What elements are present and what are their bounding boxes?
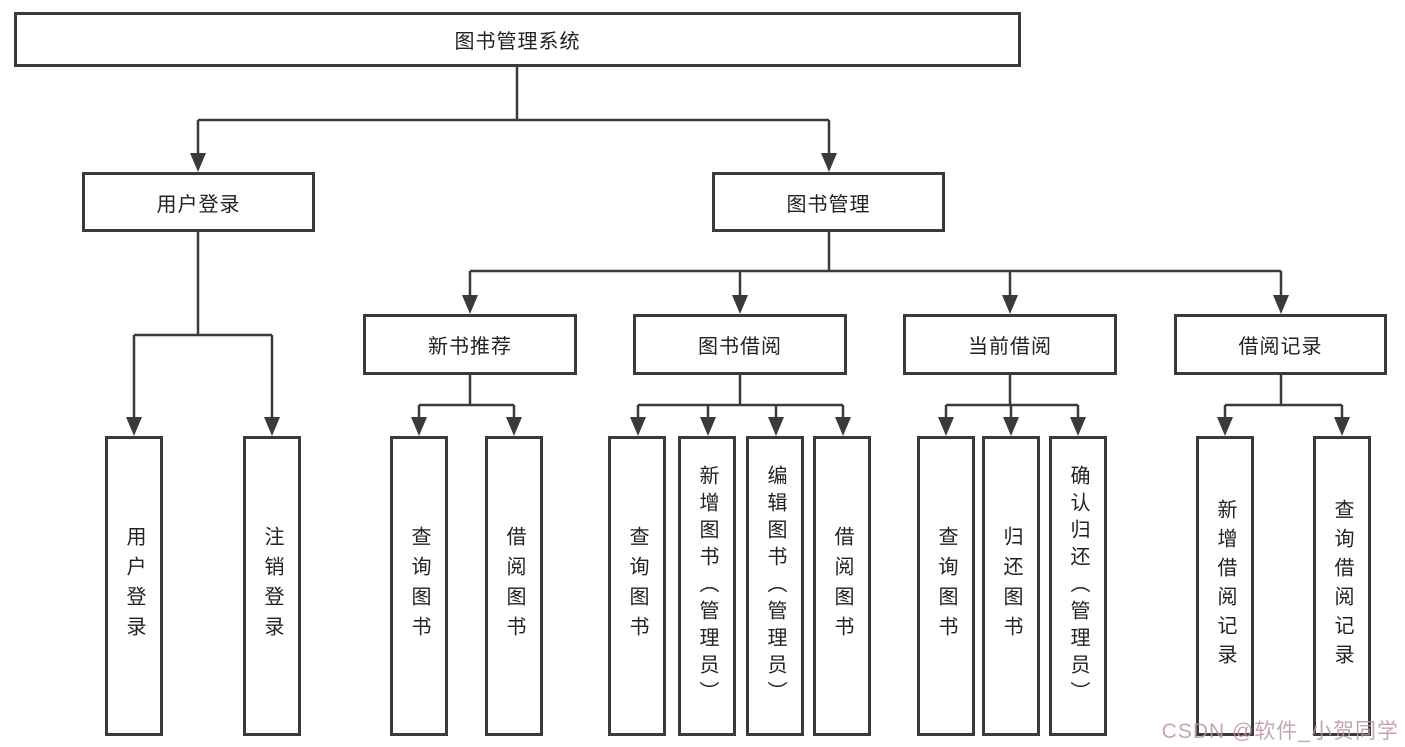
arrow-to-new-book-recommend [462, 295, 478, 314]
arrow-to-current-borrow [1002, 295, 1018, 314]
node-label: 注销登录 [261, 526, 283, 646]
leaf-recommend-borrow-books: 借阅图书 [485, 436, 543, 736]
arrow-recommend-borrow [506, 417, 522, 436]
leaf-borrow-query-books: 查询图书 [608, 436, 666, 736]
node-new-book-recommend: 新书推荐 [363, 314, 577, 375]
node-label: 新增借阅记录 [1214, 499, 1236, 673]
connector-new-book-recommend-children [417, 375, 516, 418]
arrow-records-add [1217, 417, 1233, 436]
node-current-borrow: 当前借阅 [903, 314, 1117, 375]
arrow-borrow-borrow [835, 417, 851, 436]
arrow-borrow-query [630, 417, 646, 436]
node-label: 查询图书 [935, 526, 957, 646]
node-label: 编辑图书（管理员） [764, 464, 786, 708]
node-label: 查询图书 [408, 526, 430, 646]
leaf-add-book-admin: 新增图书（管理员） [678, 436, 736, 736]
leaf-edit-book-admin: 编辑图书（管理员） [746, 436, 804, 736]
node-label: 查询图书 [626, 526, 648, 646]
leaf-borrow-borrow-books: 借阅图书 [813, 436, 871, 736]
arrow-to-book-borrow [732, 295, 748, 314]
node-label: 新增图书（管理员） [696, 464, 718, 708]
leaf-current-query-books: 查询图书 [917, 436, 975, 736]
arrow-to-borrow-records [1273, 295, 1289, 314]
connector-book-borrow-children [636, 375, 845, 418]
arrow-to-user-login [190, 153, 206, 172]
node-label: 用户登录 [123, 526, 145, 646]
leaf-user-login: 用户登录 [105, 436, 163, 736]
node-label: 图书管理 [786, 193, 871, 216]
node-label: 图书借阅 [698, 336, 782, 358]
connector-current-borrow-children [944, 375, 1080, 418]
leaf-query-borrow-record: 查询借阅记录 [1313, 436, 1371, 736]
leaf-add-borrow-record: 新增借阅记录 [1196, 436, 1254, 736]
arrow-to-book-management [821, 153, 837, 172]
node-user-login: 用户登录 [82, 172, 315, 232]
arrow-to-leaf-logout [264, 417, 280, 436]
node-label: 确认归还（管理员） [1067, 464, 1089, 708]
node-label: 借阅图书 [503, 526, 525, 646]
node-book-management: 图书管理 [712, 172, 945, 232]
leaf-confirm-return-admin: 确认归还（管理员） [1049, 436, 1107, 736]
arrow-borrow-add [700, 417, 716, 436]
connector-root-to-level2 [196, 67, 831, 153]
node-label: 新书推荐 [428, 336, 512, 358]
leaf-logout: 注销登录 [243, 436, 301, 736]
csdn-watermark: CSDN @软件_小贺同学 [1161, 720, 1399, 743]
node-label: 图书管理系统 [454, 31, 581, 53]
arrow-recommend-query [411, 417, 427, 436]
arrow-to-leaf-user-login [126, 417, 142, 436]
node-label: 当前借阅 [968, 336, 1052, 358]
connector-user-login-children [132, 232, 274, 418]
node-borrow-records: 借阅记录 [1174, 314, 1387, 375]
leaf-recommend-query-books: 查询图书 [390, 436, 448, 736]
node-book-borrow: 图书借阅 [633, 314, 847, 375]
node-label: 归还图书 [1000, 526, 1022, 646]
arrow-current-return [1003, 417, 1019, 436]
connector-borrow-records-children [1223, 375, 1344, 418]
arrow-borrow-edit [768, 417, 784, 436]
node-label: 借阅图书 [831, 526, 853, 646]
node-root-system: 图书管理系统 [14, 12, 1021, 67]
node-label: 借阅记录 [1238, 336, 1323, 358]
connector-book-management-children [468, 232, 1283, 296]
arrow-current-confirm [1070, 417, 1086, 436]
arrow-current-query [938, 417, 954, 436]
node-label: 查询借阅记录 [1331, 499, 1353, 673]
leaf-return-books: 归还图书 [982, 436, 1040, 736]
arrow-records-query [1334, 417, 1350, 436]
node-label: 用户登录 [156, 193, 241, 216]
